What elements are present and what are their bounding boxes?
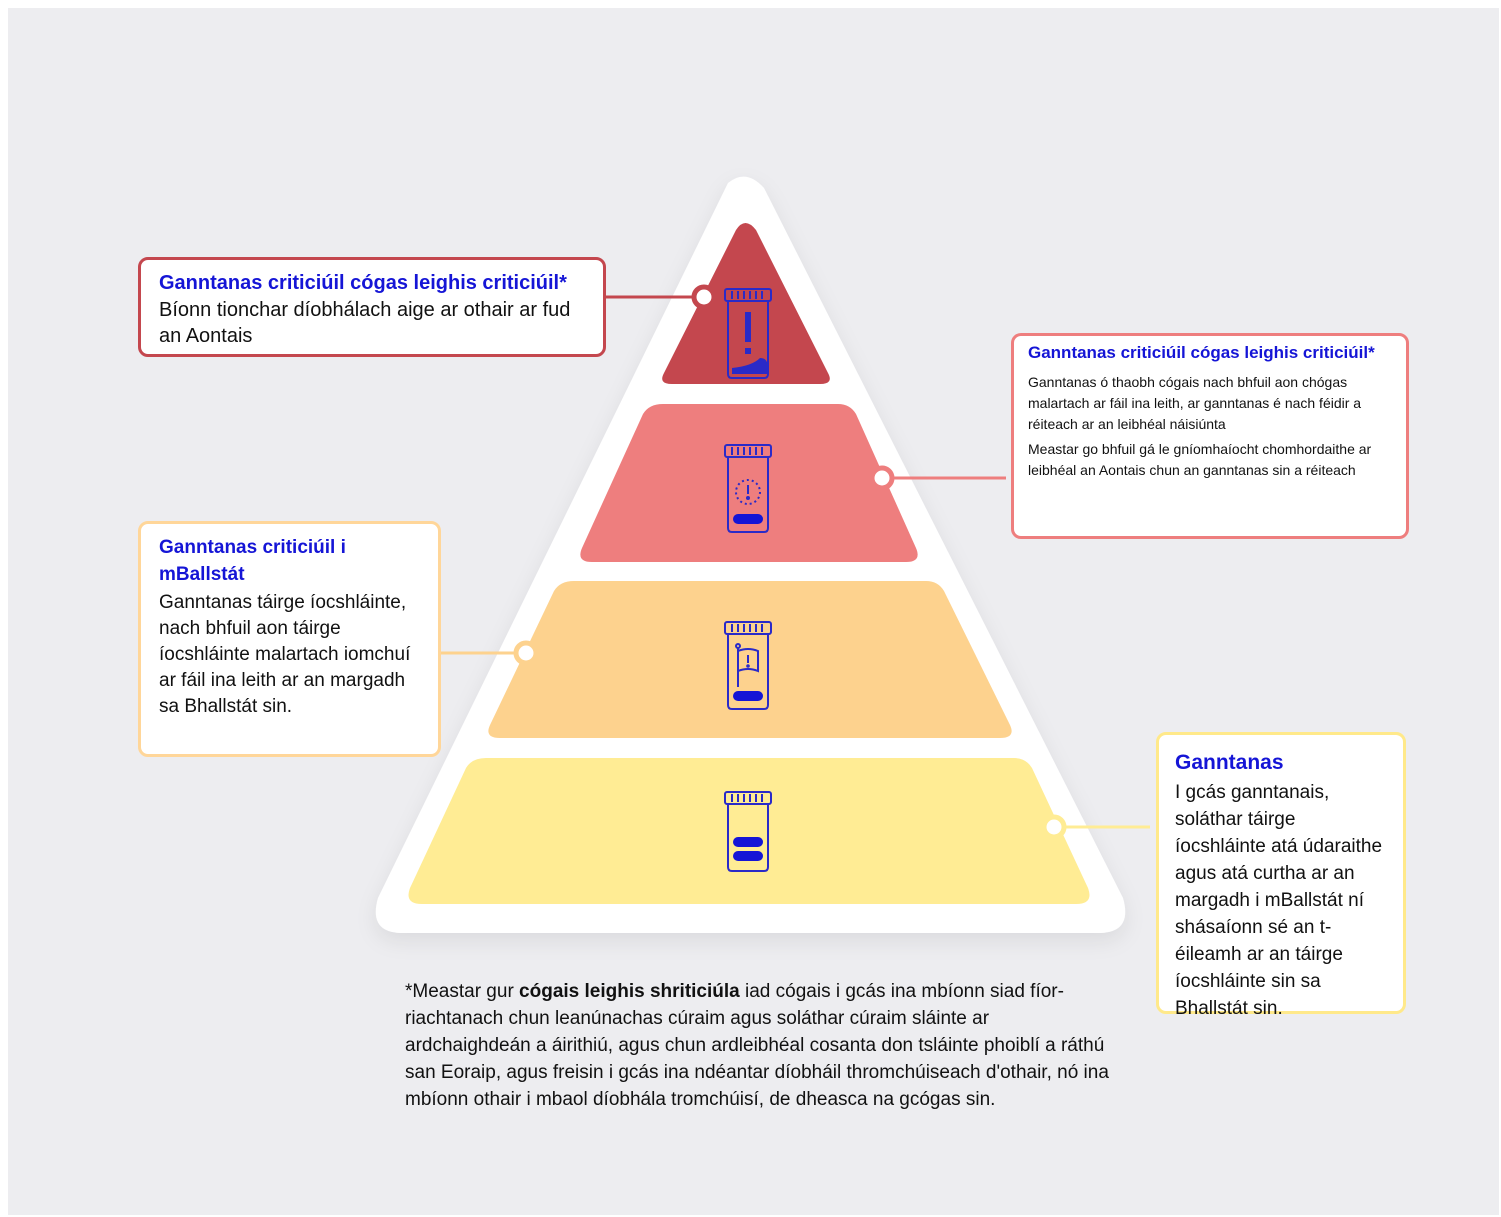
medicine-bottle-dotted-exclamation-icon [724, 444, 772, 533]
tier-3-shape [488, 581, 1012, 738]
tier-2-shape [580, 404, 918, 562]
callout-tier-2: Ganntanas criticiúil cógas leighis criti… [1011, 333, 1409, 539]
callout-tier-1: Ganntanas criticiúil cógas leighis criti… [138, 257, 606, 357]
connector-dot-3 [513, 640, 539, 666]
callout-body: Ganntanas táirge íocshláinte, nach bhfui… [159, 592, 411, 717]
medicine-bottle-exclamation-icon [724, 288, 772, 379]
footnote-rest: iad cógais i gcás ina mbíonn siad fíor-r… [405, 981, 1109, 1110]
connector-dot-1 [691, 284, 717, 310]
pyramid-diagram [375, 176, 1150, 934]
callout-title: Ganntanas criticiúil cógas leighis criti… [159, 272, 567, 294]
callout-body: I gcás ganntanais, soláthar táirge íocsh… [1175, 782, 1383, 1019]
callout-body-secondary: Meastar go bhfuil gá le gníomhaíocht cho… [1028, 441, 1372, 478]
medicine-bottle-flag-icon [724, 621, 772, 710]
callout-tier-3: Ganntanas criticiúil i mBallstát Ganntan… [138, 521, 441, 757]
footnote: *Meastar gur cógais leighis shriticiúla … [405, 978, 1110, 1113]
footnote-bold: cógais leighis shriticiúla [519, 981, 740, 1002]
callout-title: Ganntanas criticiúil cógas leighis criti… [1028, 343, 1375, 362]
footnote-prefix: *Meastar gur [405, 981, 520, 1002]
connector-dot-4 [1041, 814, 1067, 840]
diagram-canvas: Ganntanas criticiúil cógas leighis criti… [8, 8, 1499, 1215]
tier-4-shape [408, 758, 1090, 904]
callout-body: Ganntanas ó thaobh cógais nach bhfuil ao… [1028, 374, 1362, 432]
connector-dot-2 [869, 465, 895, 491]
tier-1-shape [662, 223, 830, 384]
medicine-bottle-pills-icon [724, 791, 772, 872]
callout-body: Bíonn tionchar díobhálach aige ar othair… [159, 299, 571, 347]
callout-title: Ganntanas criticiúil i mBallstát [159, 537, 346, 585]
callout-tier-4: Ganntanas I gcás ganntanais, soláthar tá… [1156, 732, 1406, 1019]
callout-title: Ganntanas [1175, 751, 1284, 774]
